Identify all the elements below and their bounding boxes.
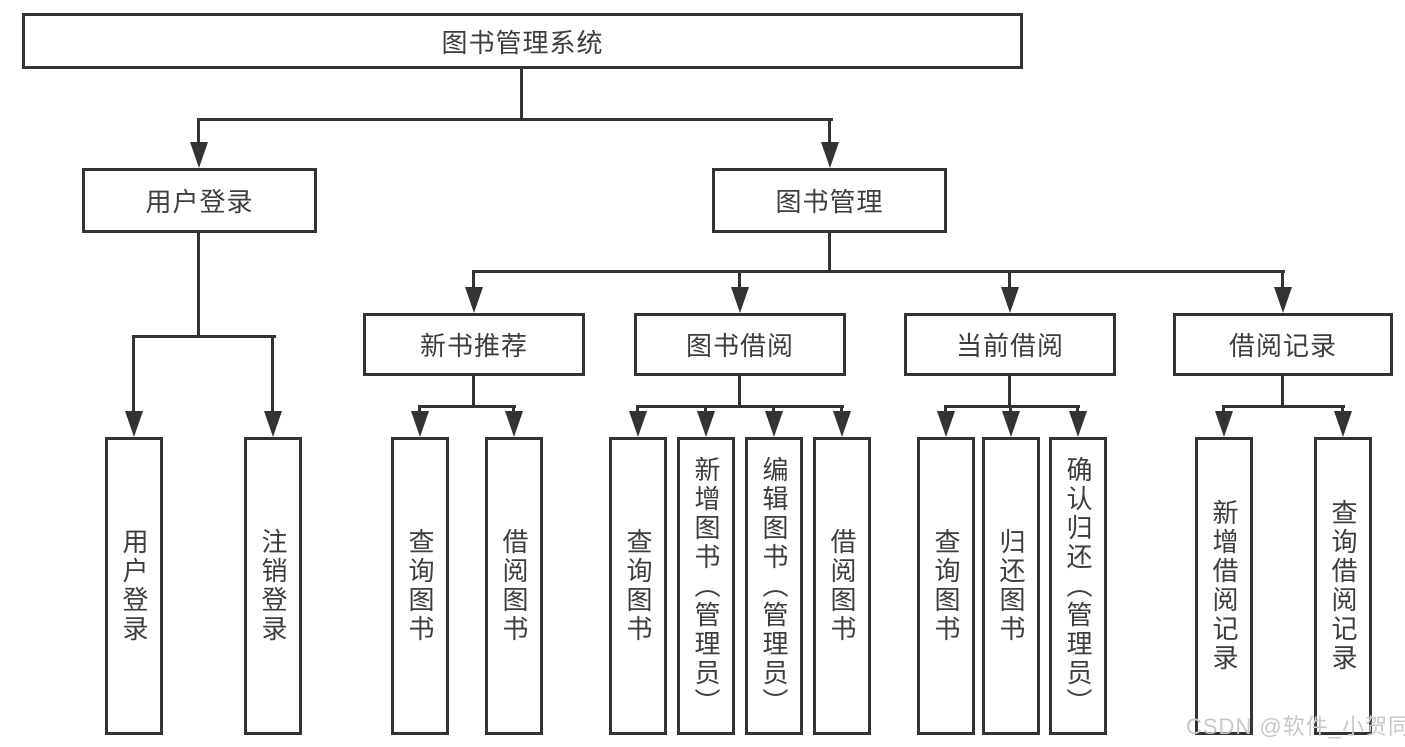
leaf-label: 新增图书（管理员） [691, 455, 721, 717]
node-label: 图书借阅 [685, 331, 794, 361]
arrow-down-icon [833, 411, 851, 437]
node-label: 当前借阅 [955, 331, 1064, 361]
arrow-down-icon [264, 411, 282, 437]
arrow-down-icon [629, 411, 647, 437]
connector-book-borrowing-rail [636, 405, 844, 408]
leaf-label: 借阅图书 [827, 528, 857, 644]
connector-current-borrowing-stub [1008, 375, 1011, 407]
leaf-add-books-admin: 新增图书（管理员） [677, 437, 735, 735]
connector-level2-rail [197, 118, 833, 121]
leaf-borrow-books-1: 借阅图书 [485, 437, 543, 735]
arrow-down-icon [1001, 287, 1019, 313]
arrow-down-icon [465, 287, 483, 313]
leaf-label: 查询图书 [931, 528, 961, 644]
connector-drop-user-login-leaf [132, 337, 135, 415]
arrow-down-icon [125, 411, 143, 437]
leaf-query-books-1: 查询图书 [391, 437, 449, 735]
node-label: 图书管理系统 [441, 27, 604, 58]
leaf-add-borrow-record: 新增借阅记录 [1195, 437, 1253, 735]
csdn-watermark: CSDN @软件_小贺同学 [1186, 714, 1405, 739]
arrow-down-icon [697, 411, 715, 437]
leaf-confirm-return-admin: 确认归还（管理员） [1049, 437, 1107, 735]
connector-level3-rail [472, 270, 1285, 273]
node-borrowing-records: 借阅记录 [1173, 313, 1393, 376]
node-label: 图书管理 [775, 187, 884, 217]
connector-user-login-rail [132, 335, 276, 338]
leaf-label: 归还图书 [996, 528, 1026, 644]
connector-user-login-stub [197, 232, 200, 337]
connector-drop-logout-leaf [271, 337, 274, 415]
leaf-label: 查询图书 [623, 528, 653, 644]
leaf-query-borrow-record: 查询借阅记录 [1314, 437, 1372, 735]
arrow-down-icon [1274, 287, 1292, 313]
arrow-down-icon [190, 142, 208, 168]
leaf-query-books-2: 查询图书 [609, 437, 667, 735]
connector-book-borrowing-stub [738, 375, 741, 407]
node-label: 用户登录 [145, 187, 254, 217]
node-user-login: 用户登录 [82, 168, 317, 233]
connector-current-borrowing-rail [944, 405, 1080, 408]
leaf-edit-books-admin: 编辑图书（管理员） [745, 437, 803, 735]
node-book-management: 图书管理 [712, 168, 947, 233]
leaf-query-books-3: 查询图书 [917, 437, 975, 735]
leaf-user-login: 用户登录 [105, 437, 163, 735]
arrow-down-icon [411, 411, 429, 437]
connector-drop-new-book [472, 272, 475, 289]
arrow-down-icon [731, 287, 749, 313]
connector-new-book-rail [418, 405, 516, 408]
connector-drop-book-borrowing [738, 272, 741, 289]
leaf-label: 编辑图书（管理员） [759, 455, 789, 717]
node-current-borrowing: 当前借阅 [904, 313, 1116, 376]
connector-book-management-stub [828, 232, 831, 272]
connector-drop-user-login [197, 120, 200, 146]
node-library-management-system: 图书管理系统 [22, 13, 1023, 69]
arrow-down-icon [505, 411, 523, 437]
leaf-label: 查询图书 [405, 528, 435, 644]
node-label: 新书推荐 [419, 331, 528, 361]
node-book-borrowing: 图书借阅 [634, 313, 846, 376]
leaf-label: 确认归还（管理员） [1063, 455, 1093, 717]
connector-new-book-stub [472, 375, 475, 407]
leaf-label: 用户登录 [119, 528, 149, 644]
arrow-down-icon [821, 142, 839, 168]
leaf-borrow-books-2: 借阅图书 [813, 437, 871, 735]
connector-root-stub [520, 69, 523, 120]
arrow-down-icon [1215, 411, 1233, 437]
connector-drop-book-management [828, 120, 831, 146]
connector-borrowing-records-rail [1222, 405, 1345, 408]
connector-drop-current-borrowing [1008, 272, 1011, 289]
leaf-label: 查询借阅记录 [1328, 499, 1358, 673]
leaf-label: 注销登录 [258, 528, 288, 644]
connector-drop-borrowing-records [1281, 272, 1284, 289]
node-label: 借阅记录 [1228, 331, 1337, 361]
node-new-book-recommend: 新书推荐 [363, 313, 585, 376]
leaf-label: 借阅图书 [499, 528, 529, 644]
leaf-label: 新增借阅记录 [1209, 499, 1239, 673]
arrow-down-icon [1002, 411, 1020, 437]
connector-borrowing-records-stub [1281, 375, 1284, 407]
arrow-down-icon [1069, 411, 1087, 437]
arrow-down-icon [765, 411, 783, 437]
arrow-down-icon [1334, 411, 1352, 437]
leaf-logout: 注销登录 [244, 437, 302, 735]
arrow-down-icon [937, 411, 955, 437]
leaf-return-books: 归还图书 [982, 437, 1040, 735]
